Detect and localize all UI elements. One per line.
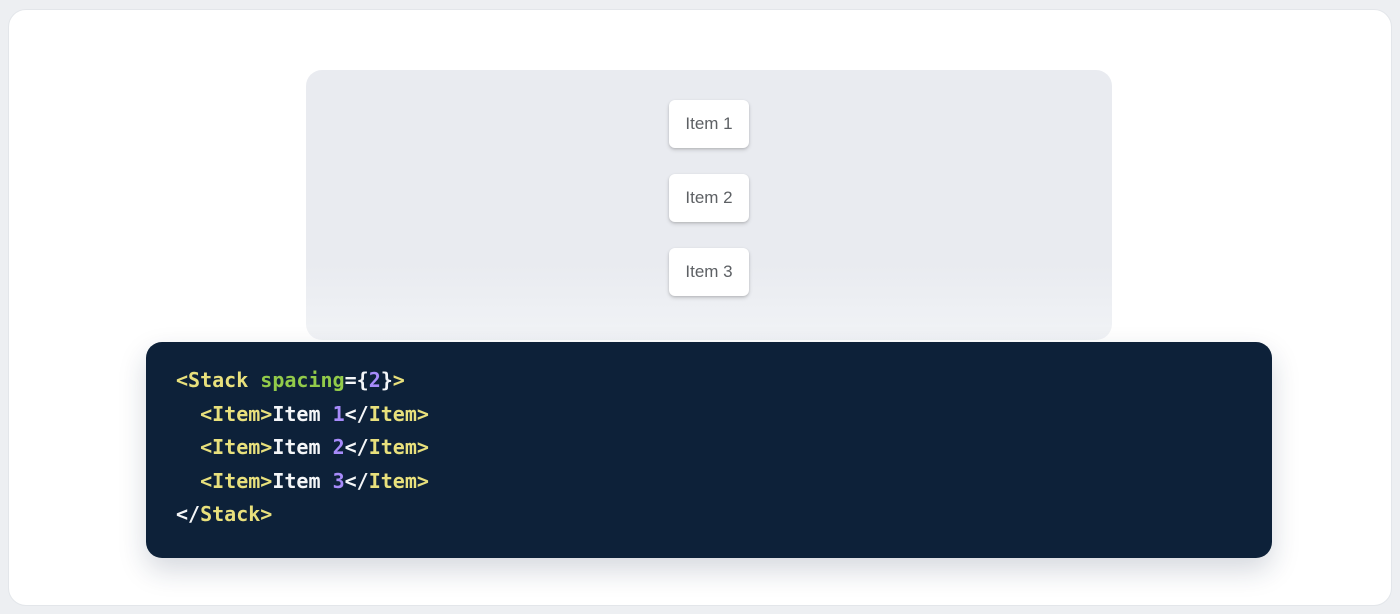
code-token-plain: Item	[272, 401, 333, 426]
code-token-tag: >	[392, 368, 405, 392]
code-token-plain: </	[344, 468, 369, 493]
code-token-num: 2	[368, 368, 381, 392]
stack-item-label: Item 2	[685, 188, 733, 207]
code-token-tag: Item>	[368, 401, 429, 426]
code-line: <Item>Item 3</Item>	[176, 465, 1242, 499]
screenshot-card: Item 1 Item 2 Item 3 <Stack spacing={2}>…	[8, 9, 1392, 606]
code-token-plain: ={	[344, 368, 369, 392]
code-line: <Item>Item 2</Item>	[176, 431, 1242, 465]
code-token-attr: spacing	[260, 368, 345, 392]
stack-demo-panel: Item 1 Item 2 Item 3	[306, 70, 1112, 340]
code-token-plain	[176, 402, 200, 426]
code-line: <Item>Item 1</Item>	[176, 398, 1242, 432]
code-line: </Stack>	[176, 498, 1242, 532]
code-token-num: 3	[332, 468, 345, 493]
code-line: <Stack spacing={2}>	[176, 364, 1242, 398]
stack-item-label: Item 1	[685, 114, 733, 133]
code-token-plain: </	[176, 502, 201, 527]
code-block: <Stack spacing={2}> <Item>Item 1</Item> …	[146, 342, 1272, 558]
stack-item: Item 3	[669, 248, 749, 296]
stack-item: Item 1	[669, 100, 749, 148]
code-token-tag: Item>	[368, 435, 429, 460]
stack-item-label: Item 3	[685, 262, 733, 281]
code-token-plain	[248, 368, 260, 392]
code-token-tag: <Stack	[176, 368, 249, 392]
code-token-tag: Item>	[368, 468, 429, 493]
code-token-num: 2	[332, 435, 345, 460]
code-token-num: 1	[332, 401, 345, 426]
code-token-plain: }	[380, 368, 393, 392]
code-token-plain: </	[344, 435, 369, 460]
code-token-plain: </	[344, 401, 369, 426]
code-token-plain: Item	[272, 468, 333, 493]
code-token-tag: <Item>	[200, 401, 273, 426]
stack-item: Item 2	[669, 174, 749, 222]
code-token-tag: <Item>	[200, 468, 273, 493]
code-token-plain: Item	[272, 435, 333, 460]
code-token-plain	[176, 469, 200, 493]
code-token-tag: Stack>	[200, 502, 273, 527]
code-token-tag: <Item>	[200, 435, 273, 460]
code-token-plain	[176, 435, 200, 459]
